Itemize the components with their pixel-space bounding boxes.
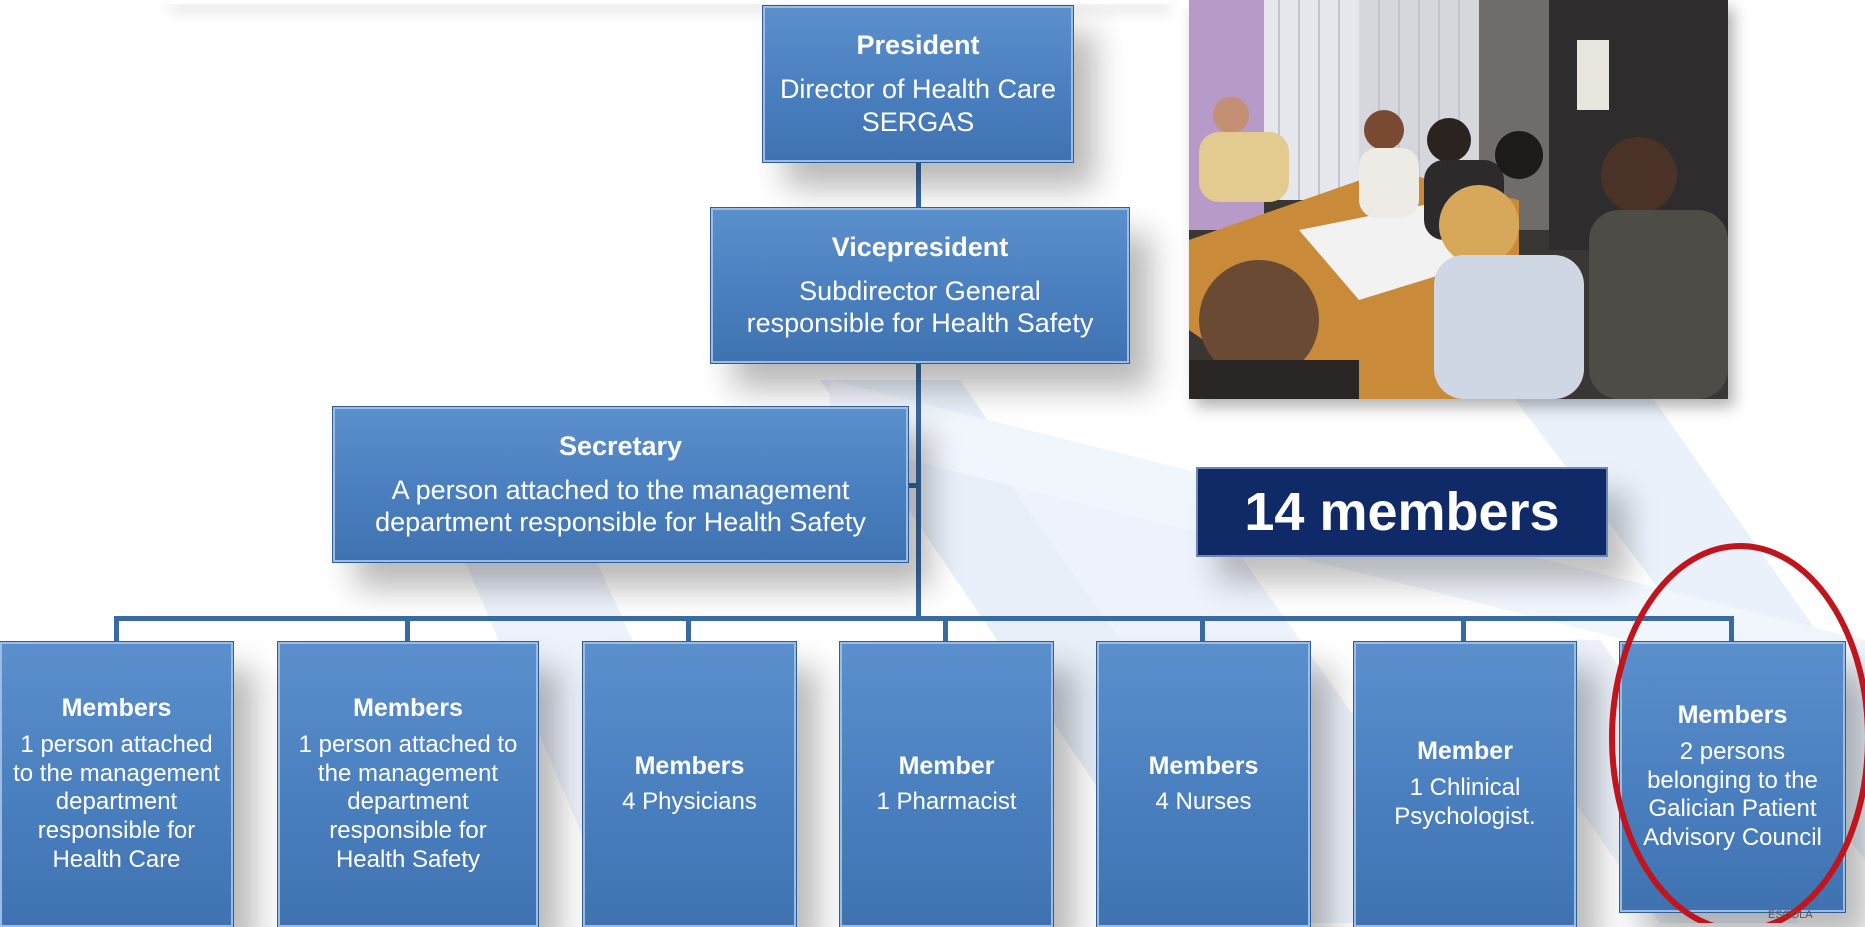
connector-president-vice (916, 160, 921, 210)
member-box-6: Member 1 Chlinical Psychologist. (1354, 642, 1576, 927)
secretary-box: Secretary A person attached to the manag… (333, 407, 908, 562)
member-detail: 1 person attached to the management depa… (13, 730, 220, 874)
member-box-5: Members 4 Nurses (1097, 642, 1310, 927)
member-title: Member (1417, 737, 1513, 766)
corner-logo: ESCOLA (1768, 909, 1813, 921)
connector-secretary (905, 483, 919, 488)
member-title: Members (353, 694, 463, 723)
member-box-7: Members 2 persons belonging to the Galic… (1620, 642, 1845, 912)
connector-member-2 (405, 616, 410, 644)
member-title: Members (634, 751, 745, 780)
member-detail: 1 Pharmacist (876, 788, 1017, 816)
member-title: Members (1148, 751, 1259, 780)
member-detail: 1 person attached to the management depa… (298, 730, 518, 874)
member-box-1: Members 1 person attached to the managem… (0, 642, 233, 927)
top-slide-edge (170, 0, 1170, 4)
vicepresident-detail: Subdirector General responsible for Heal… (746, 275, 1094, 339)
highlight-circle (1609, 543, 1865, 923)
member-detail: 4 Physicians (622, 788, 757, 816)
president-title: President (856, 30, 980, 61)
meeting-photo (1189, 0, 1728, 399)
connector-member-7 (1729, 616, 1734, 644)
member-detail: 2 persons belonging to the Galician Pati… (1643, 737, 1822, 852)
connector-trunk (916, 360, 921, 618)
president-detail: Director of Health Care SERGAS (779, 74, 1057, 137)
member-title: Members (61, 694, 172, 723)
vicepresident-box: Vicepresident Subdirector General respon… (711, 208, 1129, 363)
connector-member-3 (686, 616, 691, 644)
member-detail: 1 Chlinical Psychologist. (1394, 774, 1536, 830)
connector-member-4 (943, 616, 948, 644)
vicepresident-title: Vicepresident (831, 231, 1009, 262)
secretary-detail: A person attached to the management depa… (375, 474, 866, 538)
secretary-title: Secretary (558, 430, 683, 461)
connector-member-1 (114, 616, 119, 644)
member-box-4: Member 1 Pharmacist (840, 642, 1053, 927)
president-box: President Director of Health Care SERGAS (763, 6, 1073, 162)
member-box-2: Members 1 person attached to the managem… (278, 642, 538, 927)
member-detail: 4 Nurses (1155, 788, 1252, 816)
member-box-3: Members 4 Physicians (583, 642, 796, 927)
member-title: Member (898, 751, 995, 780)
total-members-badge: 14 members (1196, 467, 1608, 557)
member-title: Members (1677, 701, 1788, 730)
connector-member-6 (1461, 616, 1466, 644)
connector-member-5 (1200, 616, 1205, 644)
connector-members-bar (114, 616, 1734, 621)
